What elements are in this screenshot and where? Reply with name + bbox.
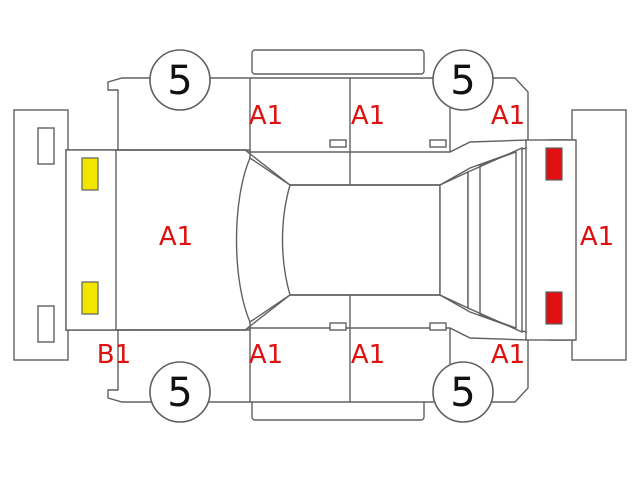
wheel-front-right-grade: 5 bbox=[167, 370, 192, 416]
rear-bumper bbox=[571, 109, 627, 361]
code-left-rear-fender: A1 bbox=[491, 101, 525, 131]
wheel-front-left: 5 bbox=[149, 49, 211, 111]
code-front-bumper: B1 bbox=[97, 340, 131, 370]
code-right-front-door: A1 bbox=[249, 340, 283, 370]
wheel-front-right: 5 bbox=[149, 361, 211, 423]
wheel-rear-left-grade: 5 bbox=[450, 58, 475, 104]
rear-right-lamp bbox=[545, 291, 563, 325]
front-right-lamp bbox=[81, 281, 99, 315]
code-left-front-door: A1 bbox=[249, 101, 283, 131]
code-right-rear-fender: A1 bbox=[491, 340, 525, 370]
wheel-front-left-grade: 5 bbox=[167, 58, 192, 104]
code-right-rear-door: A1 bbox=[351, 340, 385, 370]
code-hood: A1 bbox=[159, 222, 193, 252]
rear-left-lamp bbox=[545, 147, 563, 181]
code-left-rear-door: A1 bbox=[351, 101, 385, 131]
wheel-rear-right-grade: 5 bbox=[450, 370, 475, 416]
left-side-skirt bbox=[251, 49, 425, 75]
code-rear-gate: A1 bbox=[580, 222, 614, 252]
front-left-lamp bbox=[81, 157, 99, 191]
wheel-rear-left: 5 bbox=[432, 49, 494, 111]
wheel-rear-right: 5 bbox=[432, 361, 494, 423]
car-body-top bbox=[65, 139, 577, 341]
front-bumper bbox=[13, 109, 69, 361]
